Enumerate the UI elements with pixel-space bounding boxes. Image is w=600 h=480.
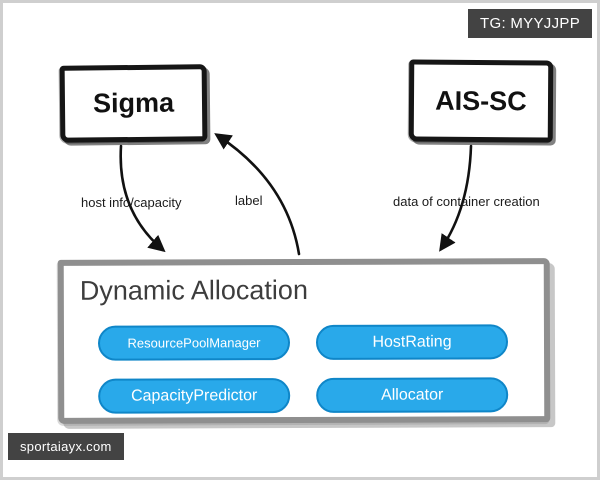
node-sigma: Sigma (59, 64, 208, 143)
edge-label-label: label (235, 193, 263, 208)
component-resource-pool-manager: ResourcePoolManager (97, 325, 291, 361)
node-dynamic-allocation: Dynamic Allocation ResourcePoolManager H… (57, 258, 551, 424)
node-sigma-label: Sigma (92, 87, 175, 119)
component-host-rating: HostRating (315, 324, 509, 360)
component-capacity-predictor: CapacityPredictor (98, 378, 291, 414)
edge-label-data-of-container-creation: data of container creation (393, 194, 540, 209)
watermark-site: sportaiayx.com (8, 433, 124, 460)
dynamic-allocation-title: Dynamic Allocation (79, 274, 308, 306)
component-allocator: Allocator (316, 377, 509, 413)
component-grid: ResourcePoolManager HostRating CapacityP… (97, 324, 509, 414)
node-ais-sc: AIS-SC (408, 59, 554, 143)
node-ais-sc-label: AIS-SC (435, 85, 527, 116)
edge-label-host-info-capacity: host info/capacity (81, 195, 182, 210)
tag-badge: TG: MYYJJPP (468, 9, 592, 38)
